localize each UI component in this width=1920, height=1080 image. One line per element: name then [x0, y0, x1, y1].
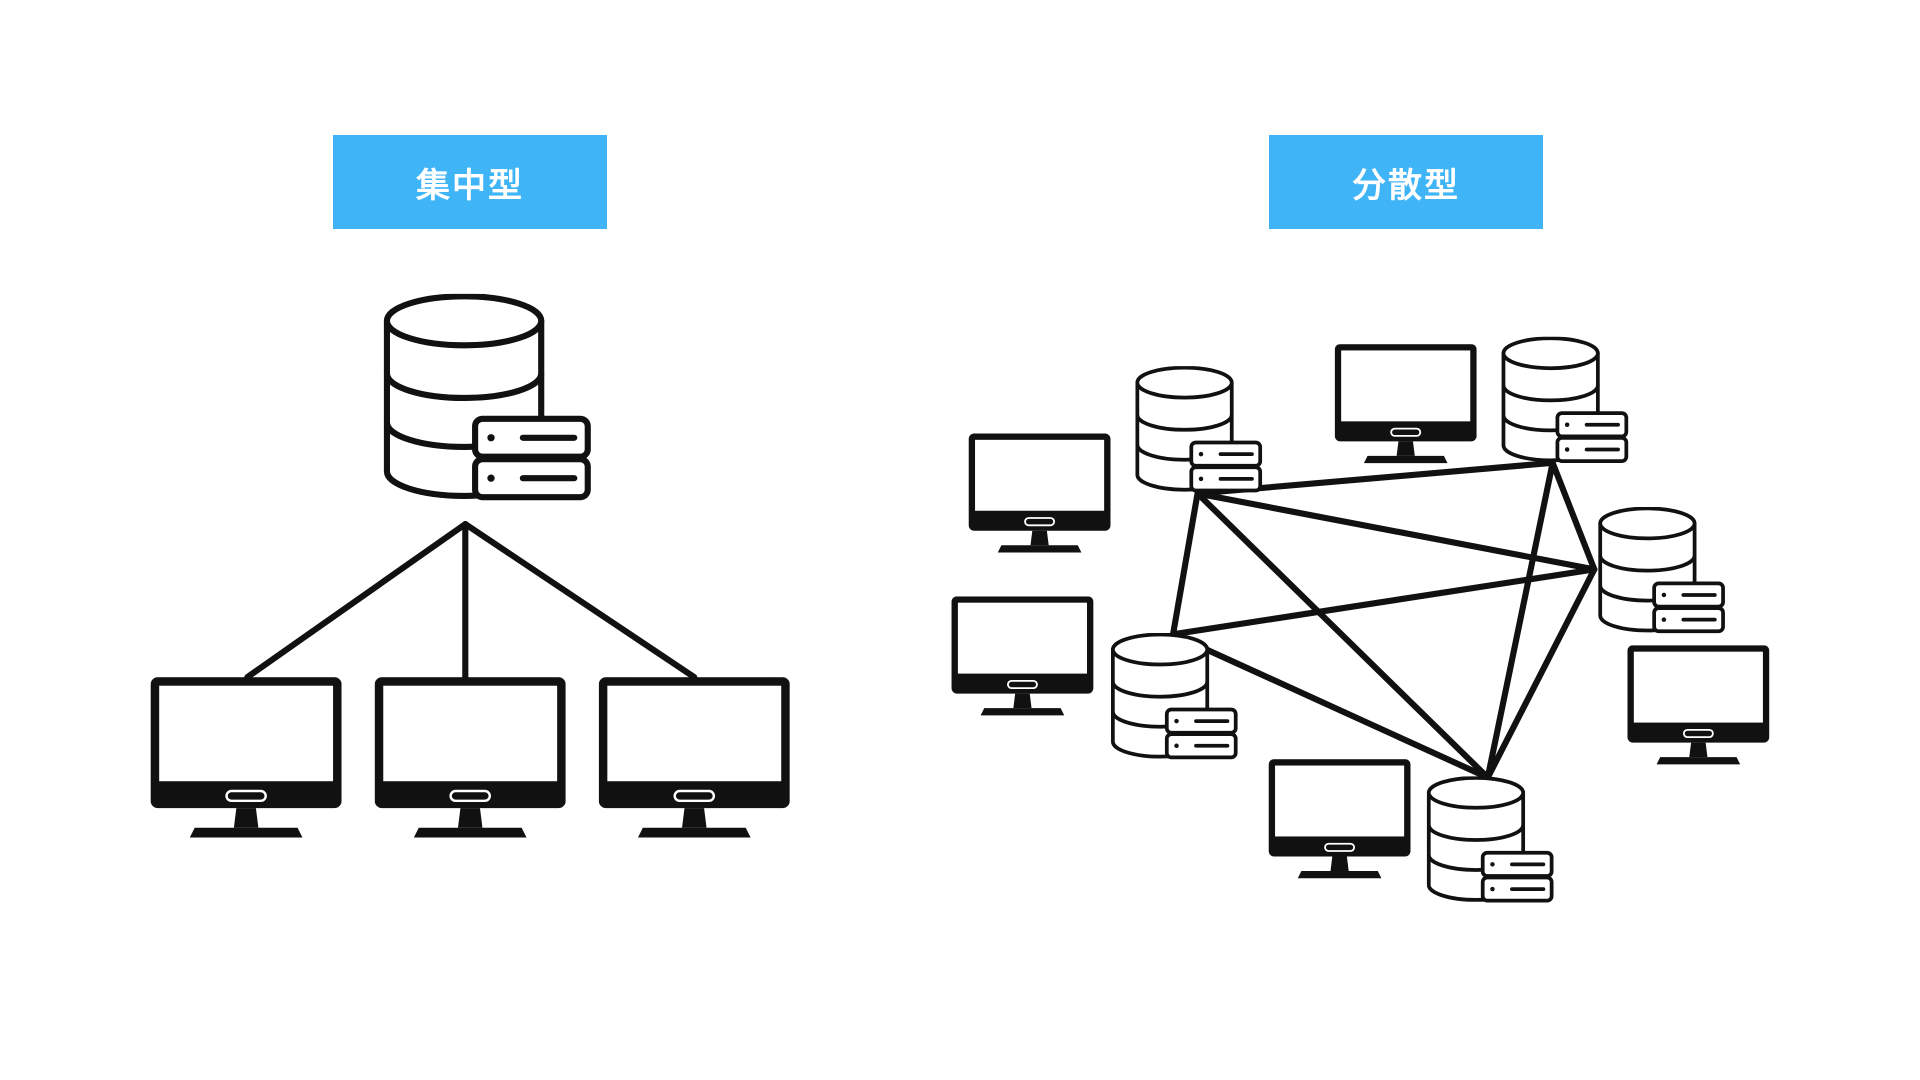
centralized-diagram [150, 296, 790, 839]
monitor-icon [150, 677, 342, 839]
connection-line [1194, 490, 1491, 781]
connection-line [462, 521, 698, 681]
database-server-icon [1598, 506, 1725, 634]
connection-line [1549, 459, 1598, 573]
connection-line [1484, 566, 1598, 781]
centralized-label-text: 集中型 [416, 165, 524, 206]
connection-line [1170, 566, 1598, 638]
monitor-icon [1334, 344, 1477, 465]
monitor-icon [951, 596, 1094, 717]
monitor-icon [1268, 759, 1411, 880]
monitor-icon [1627, 645, 1770, 766]
distributed-connections [1170, 459, 1598, 781]
distributed-label-text: 分散型 [1352, 165, 1460, 206]
connection-line [1194, 490, 1598, 573]
database-server-icon [387, 296, 588, 497]
monitor-icon [598, 677, 790, 839]
connection-line [1484, 459, 1556, 781]
distributed-diagram [951, 336, 1770, 903]
centralized-connections [244, 521, 698, 681]
monitor-icon [374, 677, 566, 839]
connection-line [244, 521, 469, 681]
centralized-label: 集中型 [333, 135, 607, 229]
monitor-icon [968, 433, 1111, 554]
database-server-icon [1426, 776, 1554, 903]
distributed-label: 分散型 [1269, 135, 1543, 229]
connection-line [1170, 631, 1491, 781]
connection-line [1170, 490, 1201, 638]
database-server-icon [1501, 336, 1629, 463]
database-server-icon [1135, 366, 1263, 493]
